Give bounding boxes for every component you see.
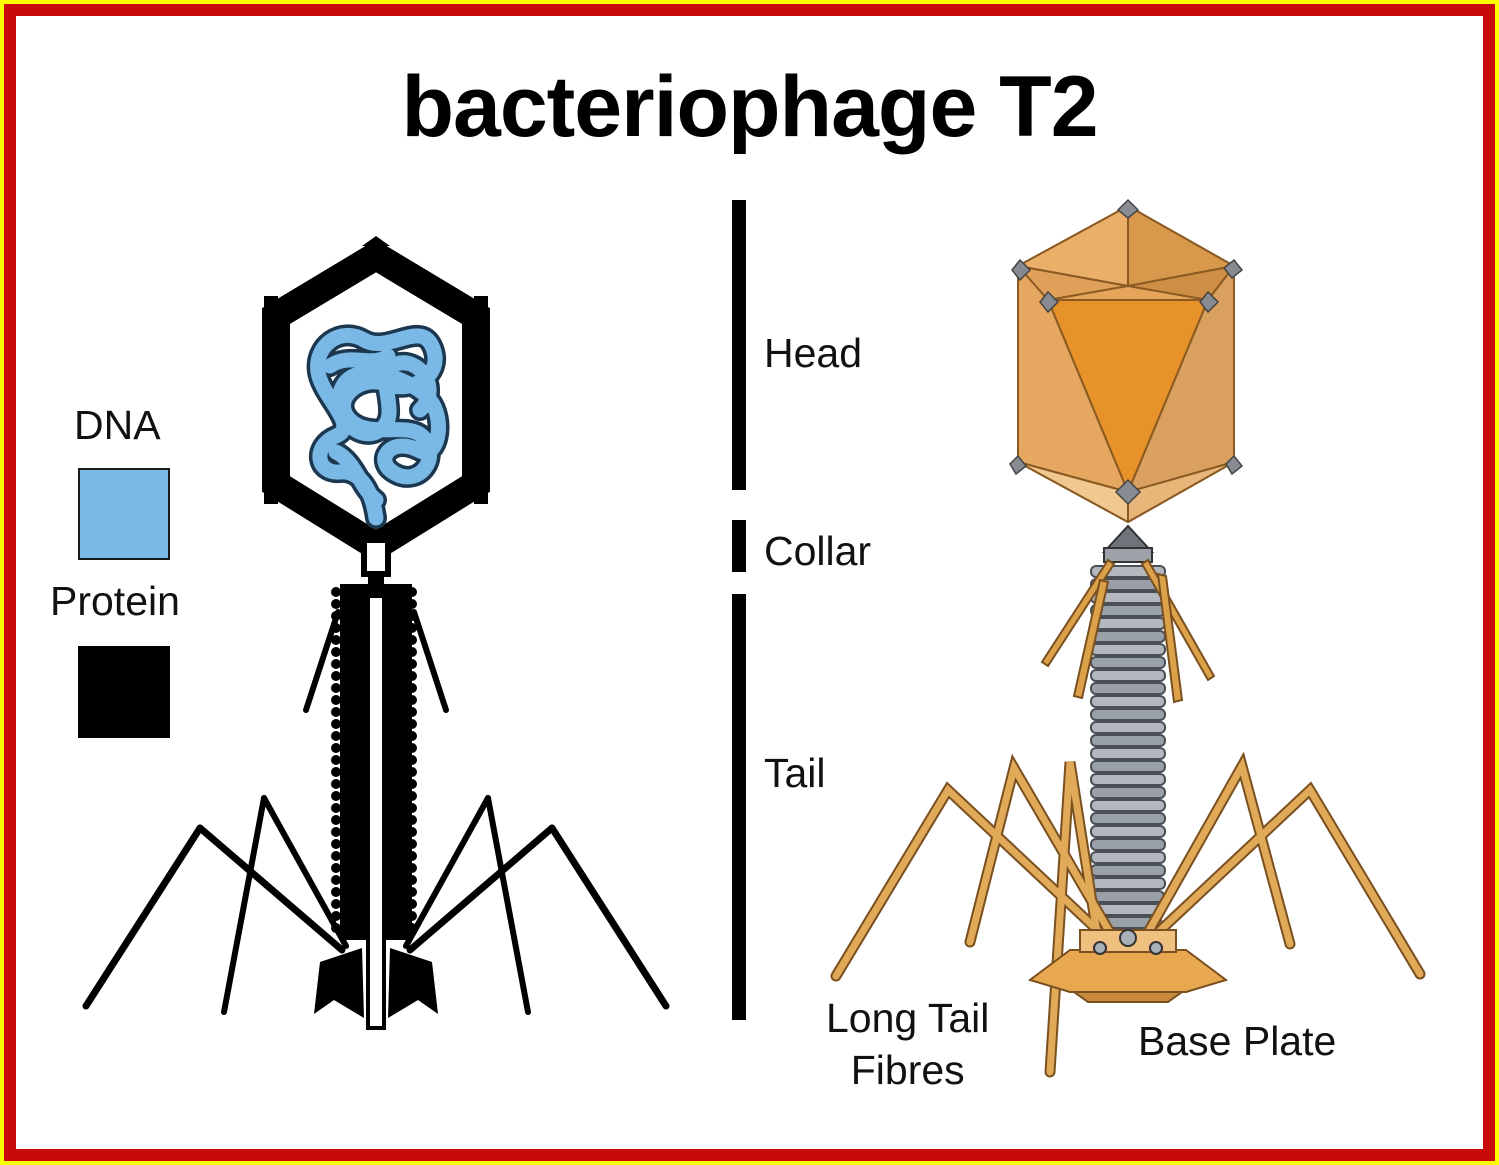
sheath-ring xyxy=(1091,774,1165,785)
sheath-ring xyxy=(1091,683,1165,694)
sheath-ring xyxy=(1091,852,1165,863)
long-tail-fibres-label-line1: Long Tail xyxy=(826,992,989,1044)
sheath-ring xyxy=(1091,839,1165,850)
sheath-ring xyxy=(1091,670,1165,681)
sheath-ring xyxy=(1091,748,1165,759)
sheath-ring xyxy=(1091,657,1165,668)
sheath-ring xyxy=(1091,696,1165,707)
base-plate-label: Base Plate xyxy=(1138,1018,1336,1065)
sheath-ring xyxy=(1091,761,1165,772)
sheath-ring xyxy=(1091,813,1165,824)
model-tail-sheath xyxy=(1091,566,1165,928)
sheath-ring xyxy=(1092,891,1164,902)
model-collar xyxy=(1104,526,1152,562)
sheath-ring xyxy=(1091,644,1165,655)
long-tail-fibres-label: Long Tail Fibres xyxy=(826,992,989,1097)
sheath-ring xyxy=(1091,800,1165,811)
model-head-capsid xyxy=(1018,206,1234,522)
sheath-ring xyxy=(1091,735,1165,746)
sheath-ring xyxy=(1091,878,1165,889)
sheath-ring xyxy=(1091,722,1165,733)
sheath-ring xyxy=(1091,865,1165,876)
long-tail-fibres-label-line2: Fibres xyxy=(826,1044,989,1096)
sheath-ring xyxy=(1091,826,1165,837)
sheath-ring xyxy=(1091,709,1165,720)
sheath-ring xyxy=(1091,631,1165,642)
sheath-ring xyxy=(1091,787,1165,798)
sheath-ring xyxy=(1091,618,1165,629)
